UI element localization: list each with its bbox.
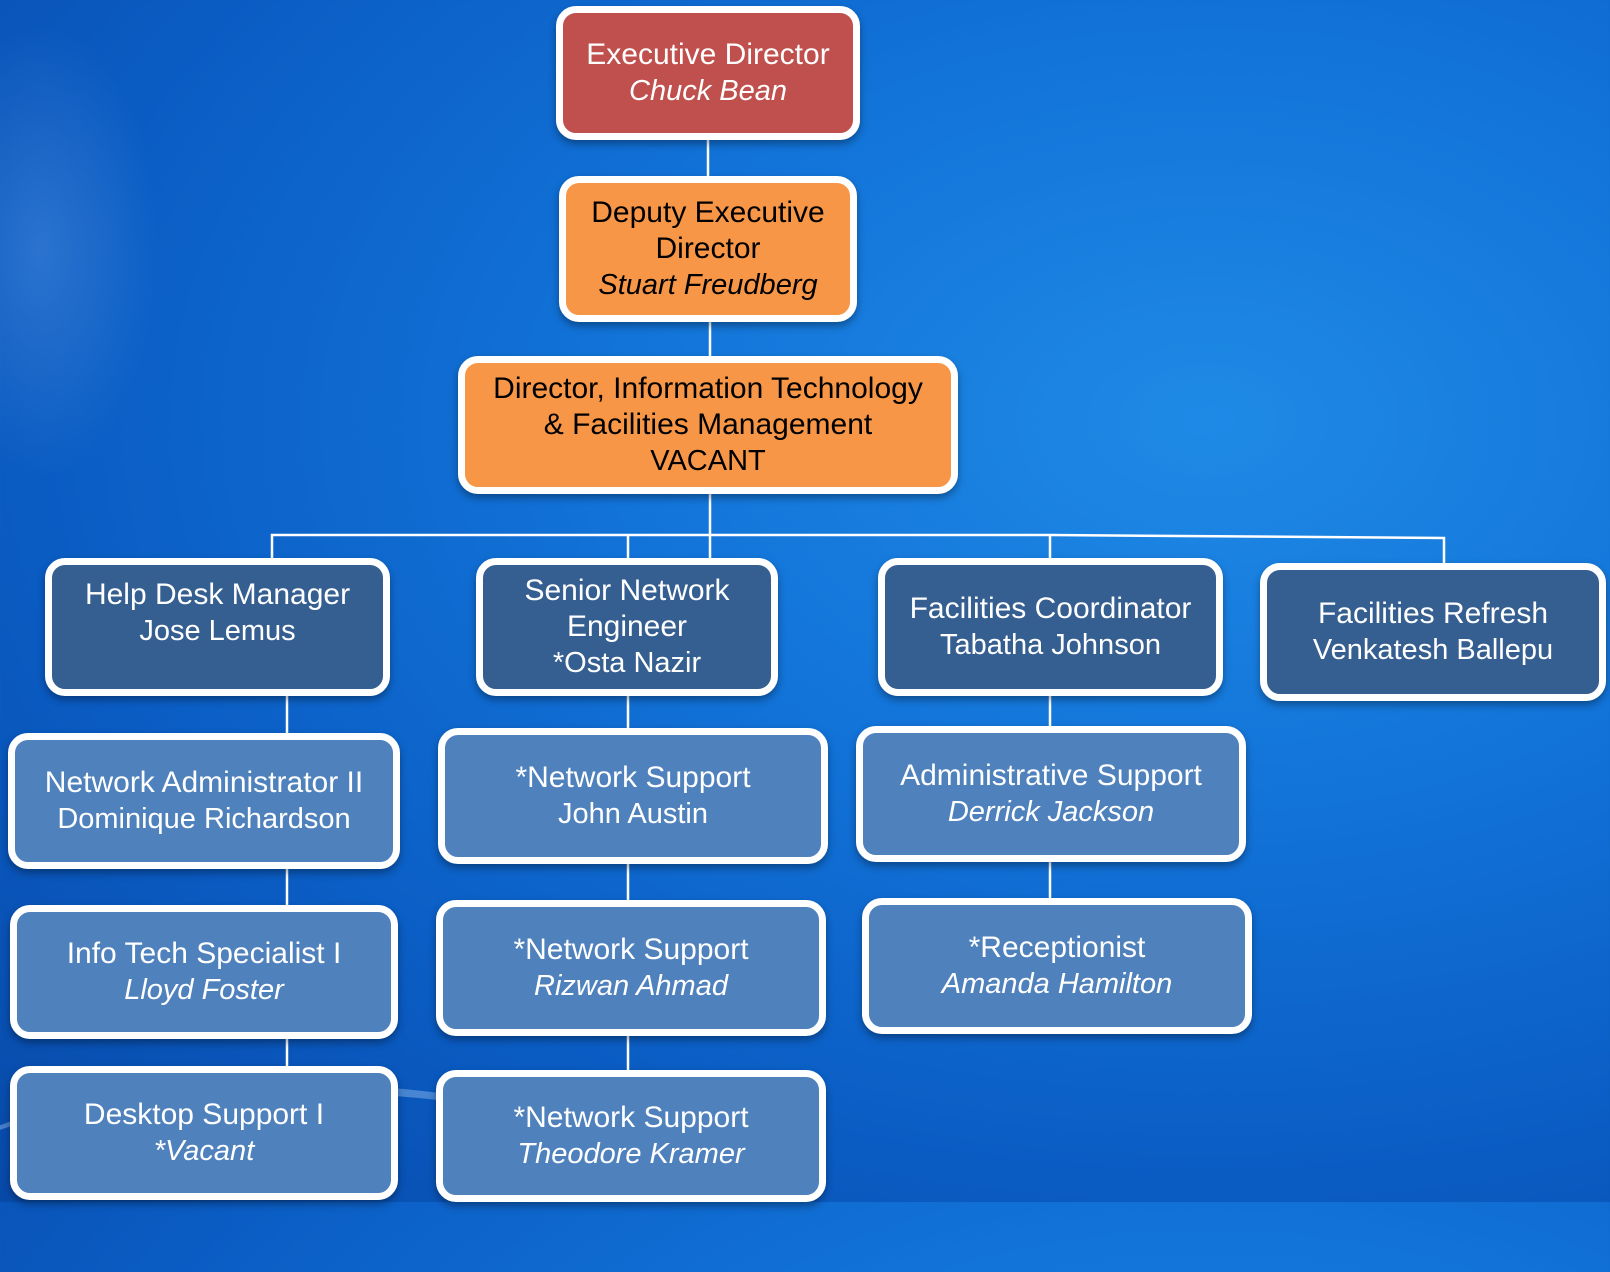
node-title-line2: Director bbox=[655, 232, 761, 266]
connector-lines bbox=[0, 0, 1610, 1202]
node-title: Executive Director bbox=[586, 38, 830, 72]
node-receptionist: *Receptionist Amanda Hamilton bbox=[862, 898, 1252, 1034]
node-network-support-3: *Network Support Theodore Kramer bbox=[436, 1070, 826, 1202]
node-person-name: Amanda Hamilton bbox=[941, 967, 1173, 1000]
node-person-name: Stuart Freudberg bbox=[598, 268, 818, 301]
node-person-name: Dominique Richardson bbox=[57, 802, 351, 835]
node-title-line1: Deputy Executive bbox=[591, 195, 825, 229]
node-title-line1: Senior Network bbox=[524, 573, 730, 607]
node-title: *Network Support bbox=[515, 761, 751, 795]
node-title: Facilities Coordinator bbox=[909, 592, 1192, 626]
node-info-tech-specialist-i: Info Tech Specialist I Lloyd Foster bbox=[10, 905, 398, 1039]
node-person-name: Rizwan Ahmad bbox=[534, 969, 728, 1002]
node-title-line2: & Facilities Management bbox=[543, 408, 873, 442]
node-director-it-facilities: Director, Information Technology & Facil… bbox=[458, 356, 958, 494]
node-person-name: Jose Lemus bbox=[139, 614, 296, 647]
node-person-name: Lloyd Foster bbox=[124, 973, 284, 1006]
node-title: Facilities Refresh bbox=[1317, 597, 1549, 631]
node-network-support-2: *Network Support Rizwan Ahmad bbox=[436, 900, 826, 1036]
node-title-line2: Engineer bbox=[566, 610, 688, 644]
node-person-name: Chuck Bean bbox=[629, 74, 787, 107]
node-person-name: VACANT bbox=[650, 444, 766, 477]
node-title: Network Administrator II bbox=[44, 766, 364, 800]
node-person-name: Theodore Kramer bbox=[517, 1137, 745, 1170]
node-deputy-executive-director: Deputy Executive Director Stuart Freudbe… bbox=[559, 176, 857, 322]
node-person-name: *Osta Nazir bbox=[552, 646, 702, 679]
node-administrative-support: Administrative Support Derrick Jackson bbox=[856, 726, 1246, 862]
node-person-name: *Vacant bbox=[153, 1134, 255, 1167]
node-title: Info Tech Specialist I bbox=[66, 937, 342, 971]
node-facilities-refresh: Facilities Refresh Venkatesh Ballepu bbox=[1260, 563, 1606, 701]
node-desktop-support-i: Desktop Support I *Vacant bbox=[10, 1066, 398, 1200]
node-person-name: John Austin bbox=[558, 797, 708, 830]
node-title: Help Desk Manager bbox=[84, 578, 351, 611]
node-person-name: Tabatha Johnson bbox=[940, 628, 1161, 661]
node-title-line1: Director, Information Technology bbox=[493, 371, 923, 405]
node-title: Desktop Support I bbox=[83, 1098, 325, 1132]
node-person-name: Derrick Jackson bbox=[947, 795, 1155, 828]
node-title: *Network Support bbox=[513, 1101, 749, 1135]
node-senior-network-engineer: Senior Network Engineer *Osta Nazir bbox=[476, 558, 778, 696]
node-title: Administrative Support bbox=[900, 759, 1202, 793]
node-person-name: Venkatesh Ballepu bbox=[1312, 633, 1554, 666]
node-help-desk-manager: Help Desk Manager Jose Lemus bbox=[45, 558, 390, 696]
node-title: *Receptionist bbox=[968, 931, 1146, 965]
node-network-administrator-ii: Network Administrator II Dominique Richa… bbox=[8, 733, 400, 869]
connector-horizontal-bus bbox=[270, 533, 1446, 568]
node-facilities-coordinator: Facilities Coordinator Tabatha Johnson bbox=[878, 558, 1223, 696]
node-executive-director: Executive Director Chuck Bean bbox=[556, 6, 860, 140]
node-network-support-1: *Network Support John Austin bbox=[438, 728, 828, 864]
node-title: *Network Support bbox=[513, 933, 749, 967]
